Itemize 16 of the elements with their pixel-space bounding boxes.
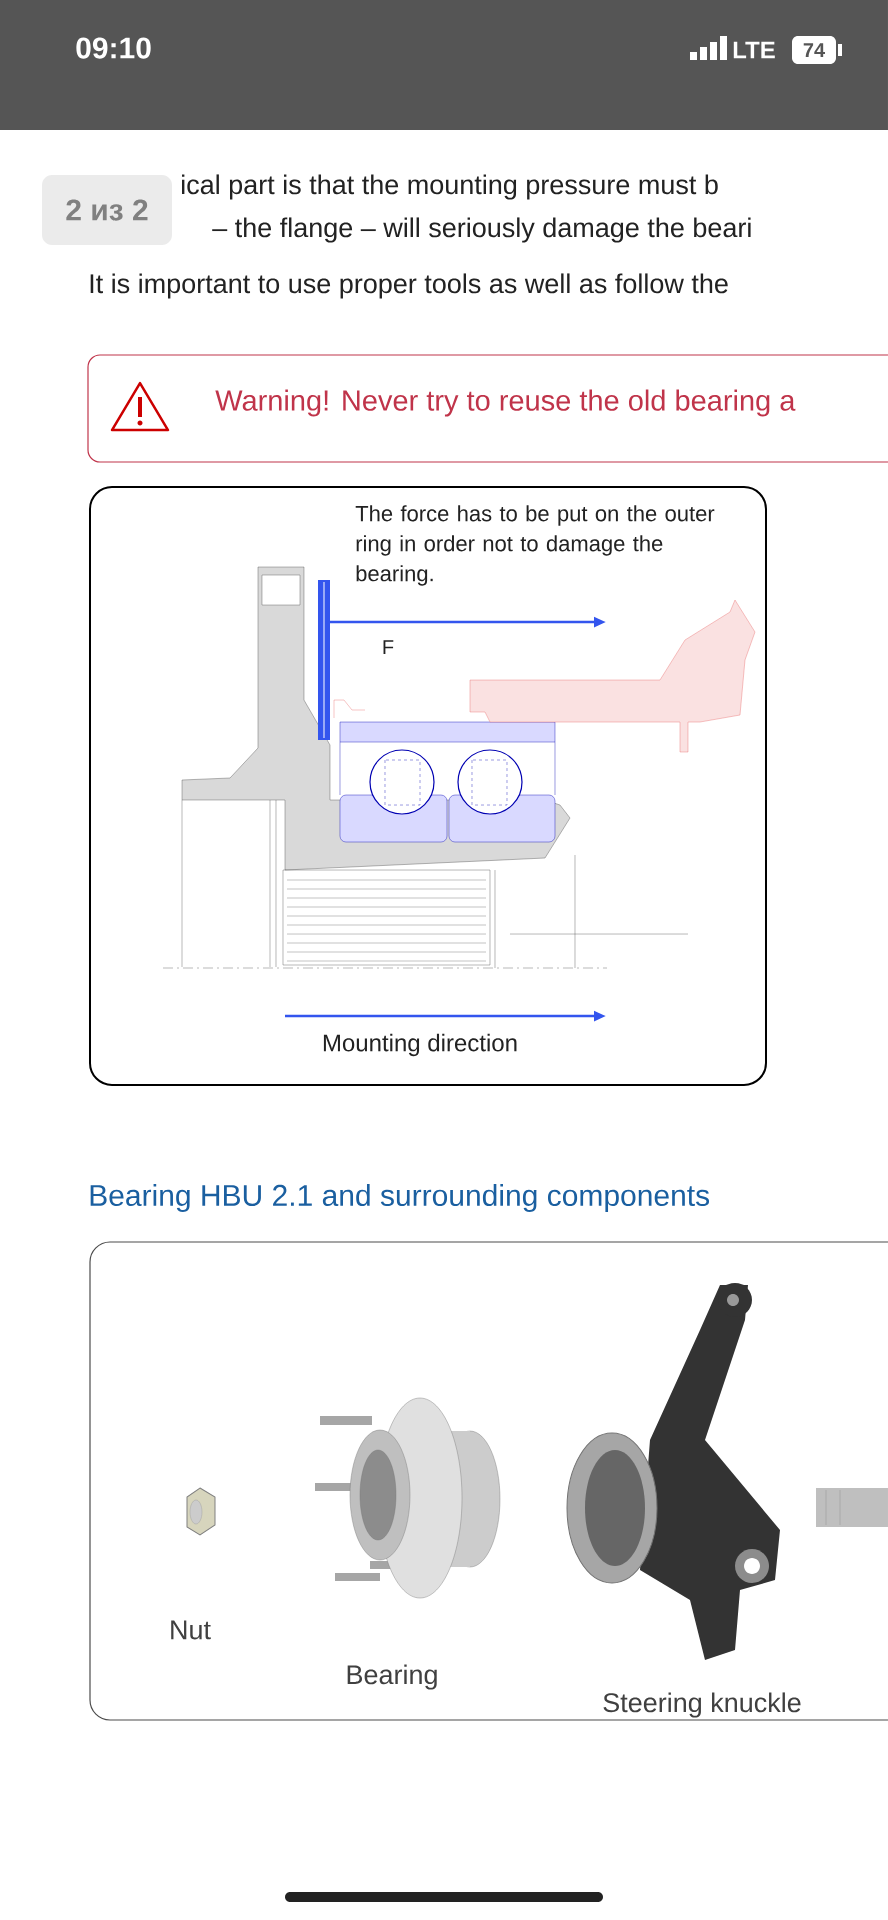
status-text: LTE	[733, 41, 775, 59]
section-heading: Bearing HBU 2.1 and surrounding components	[90, 1184, 710, 1212]
node-label: Bearing	[347, 1664, 437, 1690]
node-label: F	[383, 640, 394, 654]
status-text: 09:10	[76, 37, 151, 59]
node-label: The force has to be put on the outer ring in order not to damage the bearing.	[355, 505, 715, 586]
node-label: Steering knuckle	[603, 1692, 801, 1718]
drawing-panel: The force has to be put on the outer ring in order not to damage the bearing. F Mounting direction	[89, 486, 767, 1086]
node-label: Nut	[171, 1620, 211, 1640]
paragraph-text: ical part is that the mounting pressure must b	[182, 174, 718, 200]
warning-box: Warning! Never try to reuse the old bearing a	[87, 354, 888, 463]
paragraph-text: – the flange – will seriously damage the beari	[212, 217, 751, 243]
node-label: Mounting direction	[323, 1033, 517, 1057]
photo-panel: Nut Bearing Steering knuckle	[89, 1241, 888, 1721]
page-counter-badge: 2 из 2	[42, 175, 172, 245]
paragraph-text: It is important to use proper tools as well as follow the	[90, 273, 728, 299]
